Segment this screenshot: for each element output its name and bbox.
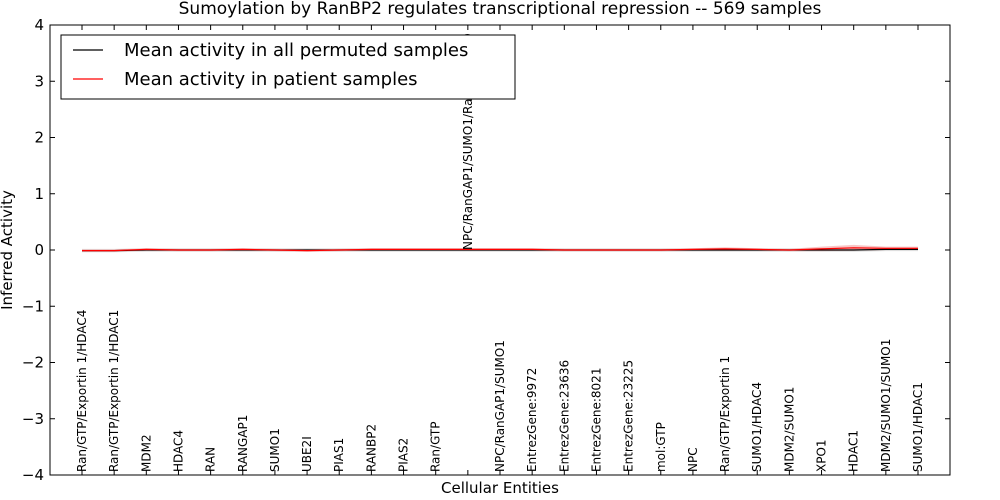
x-category-label: Ran/GTP/Exportin 1 [718,356,732,472]
x-category-label: RAN [204,447,218,472]
error-bands [82,244,918,253]
series-line-1 [82,247,918,252]
x-category-label: EntrezGene:23225 [622,360,636,472]
x-category-label: HDAC1 [847,430,861,472]
x-category-label: EntrezGene:23636 [557,360,571,472]
x-category-label: NPC [686,447,700,472]
x-axis-ticks: Ran/GTP/Exportin 1/HDAC4 Ran/GTP/Exportin… [75,25,925,475]
x-category-label: SUMO1 [268,428,282,472]
x-category-label: Ran/GTP [429,421,443,472]
legend-label-patient: Mean activity in patient samples [124,69,418,90]
x-category-label: MDM2 [139,434,153,472]
y-tick-label: 3 [34,72,44,90]
y-tick-label: −3 [22,410,44,428]
x-axis-label: Cellular Entities [441,479,559,497]
x-category-label: EntrezGene:9972 [525,368,539,473]
x-category-label: PIAS1 [332,438,346,472]
x-category-label: RANBP2 [364,424,378,472]
y-tick-label: 0 [34,241,44,259]
y-tick-label: −2 [22,354,44,372]
x-category-label: mol:GTP [654,422,668,472]
y-tick-label: 2 [34,129,44,147]
y-tick-label: −4 [22,466,44,484]
y-tick-label: −1 [22,297,44,315]
y-tick-label: 1 [34,185,44,203]
x-category-label: MDM2/SUMO1/SUMO1 [879,339,893,472]
legend-label-permuted: Mean activity in all permuted samples [124,40,468,61]
x-category-label: XPO1 [815,439,829,472]
x-category-label: EntrezGene:8021 [590,368,604,473]
legend: Mean activity in all permuted samples Me… [60,34,516,100]
x-category-label: SUMO1/HDAC4 [750,382,764,472]
x-category-label: UBE2I [300,436,314,472]
chart-title: Sumoylation by RanBP2 regulates transcri… [179,0,822,19]
y-axis-ticks: 4 3 2 1 0 −1 −2 −3 −4 [22,16,950,484]
legend-box [60,34,516,100]
x-category-label: PIAS2 [397,438,411,472]
series-lines [82,247,918,252]
x-category-label: NPC/RanGAP1/SUMO1 [493,340,507,472]
y-axis-label: Inferred Activity [0,190,16,310]
x-category-label: MDM2/SUMO1 [782,387,796,472]
x-category-label: HDAC4 [172,430,186,472]
x-category-label: Ran/GTP/Exportin 1/HDAC1 [107,310,121,472]
y-tick-label: 4 [34,16,44,34]
x-category-label: SUMO1/HDAC1 [911,382,925,472]
x-category-label: RANGAP1 [236,415,250,472]
x-category-label: Ran/GTP/Exportin 1/HDAC4 [75,310,89,472]
